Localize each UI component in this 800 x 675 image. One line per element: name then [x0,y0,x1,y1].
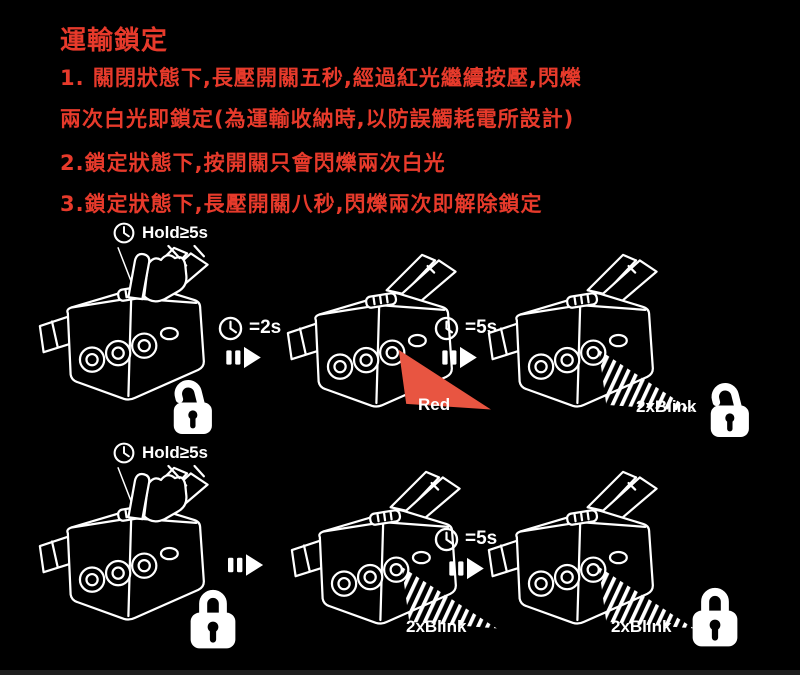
headlamp-red-light-illustration [286,253,491,410]
step1-time-label: =2s [249,317,282,338]
instruction-line-4: 3.鎖定狀態下,長壓開關八秒,閃爍兩次即解除鎖定 [60,192,543,216]
clock-icon [433,526,460,553]
hold-duration-label: Hold≥5s [142,223,209,242]
clock-icon [112,221,136,245]
instruction-line-1: 1. 關閉狀態下,長壓開關五秒,經過紅光繼續按壓,閃爍 [60,66,582,90]
blink-label: 2xBlink [406,617,467,636]
clock-icon [433,315,460,342]
blink-label: 2xBlink [636,397,697,416]
page-title: 運輸鎖定 [60,26,169,56]
step-arrow-icon [228,553,264,577]
red-beam-label: Red [418,395,451,414]
hold-duration-label: Hold≥5s [142,443,209,462]
clock-icon [112,441,136,465]
instruction-line-2: 兩次白光即鎖定(為運輸收納時,以防誤觸耗電所設計) [60,107,575,131]
lock-closed-icon [688,582,742,650]
clock-icon [217,315,244,342]
lock-closed-icon [186,584,240,652]
step-arrow-icon [449,557,485,580]
lock-open-icon [167,371,217,439]
blink-label: 2xBlink [611,617,672,636]
step-arrow-icon [442,346,478,369]
lock-open-icon [704,374,754,442]
bottom-edge-strip [0,670,800,675]
instruction-line-3: 2.鎖定狀態下,按開關只會閃爍兩次白光 [60,151,446,175]
step-time-label: =5s [465,528,498,549]
step-arrow-icon [226,346,262,369]
